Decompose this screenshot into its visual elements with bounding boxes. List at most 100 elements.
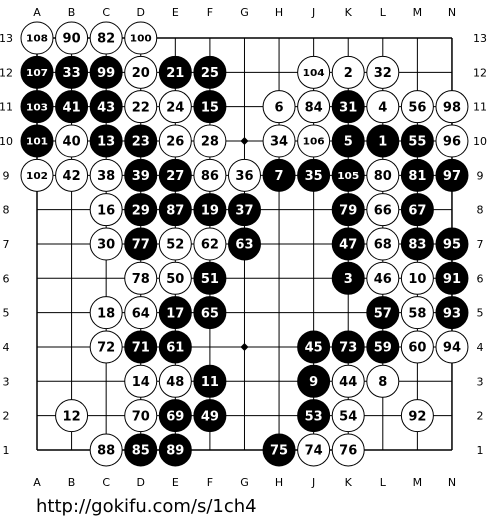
black-stone: 73	[331, 330, 365, 364]
stone-disc	[331, 193, 365, 227]
stone-disc	[124, 433, 158, 467]
stone-disc	[366, 330, 400, 364]
white-stone: 56	[400, 90, 434, 124]
stone-disc	[89, 433, 123, 467]
stone-disc	[435, 261, 469, 295]
black-stone: 29	[124, 193, 158, 227]
move-number: 22	[132, 100, 150, 115]
move-number: 102	[26, 171, 48, 182]
stone-disc	[55, 55, 89, 89]
white-stone: 108	[20, 21, 54, 55]
stone-disc	[124, 193, 158, 227]
black-stone: 1	[366, 124, 400, 158]
column-label-bottom: H	[275, 476, 283, 489]
row-label-right: 9	[477, 169, 484, 182]
stone-disc	[89, 227, 123, 261]
white-stone: 44	[331, 364, 365, 398]
row-label-right: 12	[473, 66, 487, 79]
stone-disc	[89, 124, 123, 158]
black-stone: 35	[297, 158, 331, 192]
white-stone: 68	[366, 227, 400, 261]
move-number: 64	[132, 306, 150, 321]
stone-disc	[124, 90, 158, 124]
black-stone: 21	[158, 55, 192, 89]
stone-disc	[297, 399, 331, 433]
black-stone: 77	[124, 227, 158, 261]
white-stone: 72	[89, 330, 123, 364]
column-label-bottom: G	[240, 476, 249, 489]
move-number: 15	[201, 100, 219, 115]
column-label-top: B	[68, 6, 76, 19]
move-number: 78	[132, 272, 150, 287]
stone-disc	[400, 124, 434, 158]
white-stone: 62	[193, 227, 227, 261]
move-number: 77	[132, 238, 150, 253]
stone-disc	[124, 158, 158, 192]
stone-disc	[297, 55, 331, 89]
black-stone: 85	[124, 433, 158, 467]
column-label-bottom: L	[380, 476, 387, 489]
move-number: 13	[97, 135, 115, 150]
stone-disc	[366, 364, 400, 398]
stone-disc	[89, 55, 123, 89]
move-number: 14	[132, 375, 150, 390]
black-stone: 49	[193, 399, 227, 433]
row-label-right: 6	[477, 272, 484, 285]
move-number: 46	[374, 272, 392, 287]
move-number: 19	[201, 203, 219, 218]
stone-disc	[55, 21, 89, 55]
stone-disc	[124, 261, 158, 295]
column-label-top: G	[240, 6, 249, 19]
stone-disc	[193, 55, 227, 89]
white-stone: 92	[400, 399, 434, 433]
row-label-left: 8	[3, 204, 10, 217]
white-stone: 104	[297, 55, 331, 89]
stone-disc	[297, 364, 331, 398]
stone-disc	[400, 399, 434, 433]
move-number: 90	[63, 32, 81, 47]
move-number: 20	[132, 66, 150, 81]
stone-disc	[435, 227, 469, 261]
row-label-right: 3	[477, 375, 484, 388]
move-number: 75	[270, 444, 288, 459]
row-label-left: 7	[3, 238, 10, 251]
stone-disc	[366, 90, 400, 124]
black-stone: 23	[124, 124, 158, 158]
stone-disc	[435, 330, 469, 364]
white-stone: 20	[124, 55, 158, 89]
white-stone: 16	[89, 193, 123, 227]
move-number: 39	[132, 169, 150, 184]
white-stone: 22	[124, 90, 158, 124]
stone-disc	[331, 227, 365, 261]
column-label-top: J	[311, 6, 315, 19]
stone-disc	[158, 90, 192, 124]
move-number: 107	[26, 68, 48, 79]
black-stone: 101	[20, 124, 54, 158]
move-number: 29	[132, 203, 150, 218]
black-stone: 31	[331, 90, 365, 124]
row-label-left: 1	[3, 444, 10, 457]
stone-disc	[89, 21, 123, 55]
move-number: 80	[374, 169, 392, 184]
stone-disc	[227, 158, 261, 192]
white-stone: 46	[366, 261, 400, 295]
white-stone: 6	[262, 90, 296, 124]
white-stone: 34	[262, 124, 296, 158]
column-label-top: M	[413, 6, 423, 19]
black-stone: 33	[55, 55, 89, 89]
column-label-top: H	[275, 6, 283, 19]
black-stone: 27	[158, 158, 192, 192]
move-number: 42	[63, 169, 81, 184]
white-stone: 88	[89, 433, 123, 467]
move-number: 23	[132, 135, 150, 150]
move-number: 38	[97, 169, 115, 184]
stone-disc	[193, 296, 227, 330]
stone-disc	[158, 158, 192, 192]
column-label-bottom: K	[345, 476, 353, 489]
stone-disc	[400, 261, 434, 295]
black-stone: 11	[193, 364, 227, 398]
white-stone: 78	[124, 261, 158, 295]
move-number: 50	[166, 272, 184, 287]
black-stone: 69	[158, 399, 192, 433]
